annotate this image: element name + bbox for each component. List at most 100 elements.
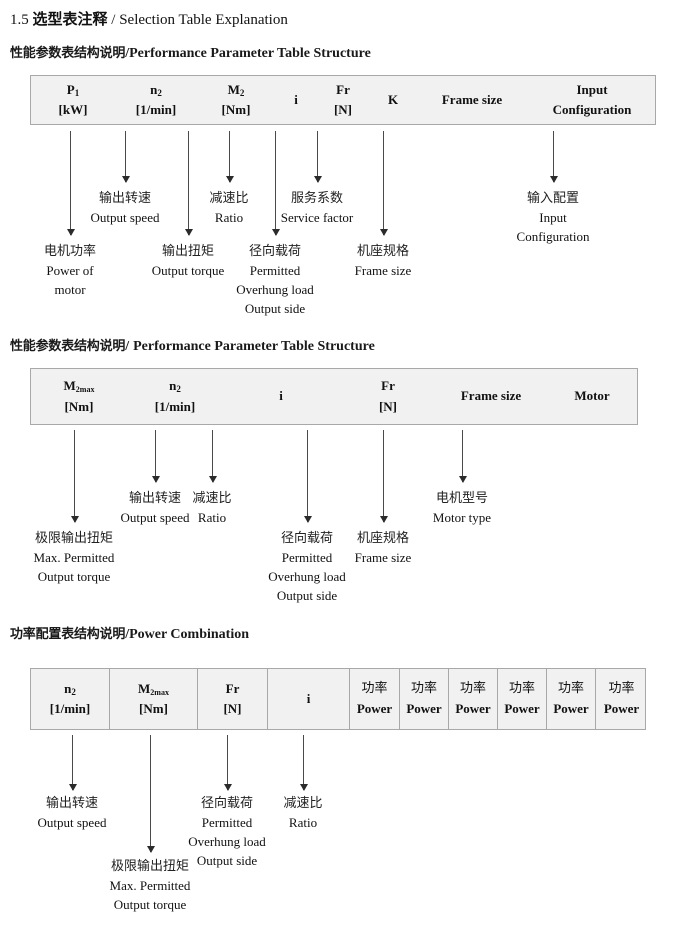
annotation-service-factor: 服务系数 Service factor bbox=[257, 190, 377, 228]
section-1-heading-cn: 性能参数表结构说明 bbox=[10, 46, 126, 61]
annotation-input-configuration-en-1: Input bbox=[539, 209, 567, 225]
table2-col-i: i bbox=[223, 369, 339, 424]
power-combination-table: n2 [1/min] M2max [Nm] Fr [N] i 功率 Power … bbox=[30, 668, 646, 730]
annotation-max-output-torque-2-en-1: Max. Permitted bbox=[33, 549, 115, 565]
arrow-to-ratio-3 bbox=[299, 735, 308, 791]
table3-col-power-3: 功率 Power bbox=[448, 669, 497, 729]
table2-col-fr-symbol: Fr bbox=[381, 378, 395, 394]
section-1-heading-en: Performance Parameter Table Structure bbox=[129, 46, 371, 61]
table2-col-n2-sub: 2 bbox=[176, 384, 181, 395]
annotation-overhung-load-1-cn: 径向载荷 bbox=[248, 244, 301, 259]
table3-col-power-2: 功率 Power bbox=[399, 669, 448, 729]
annotation-ratio-1-en: Ratio bbox=[214, 209, 244, 225]
table3-col-i: i bbox=[267, 669, 349, 729]
table3-col-fr-unit: [N] bbox=[223, 701, 242, 716]
table1-col-m2-symbol: M bbox=[227, 81, 240, 97]
table1-col-m2-sub: 2 bbox=[239, 87, 245, 98]
annotation-output-speed-1-cn: 输出转速 bbox=[98, 191, 151, 206]
annotation-ratio-3-en: Ratio bbox=[288, 814, 318, 830]
section-3-heading-cn: 功率配置表结构说明 bbox=[10, 627, 126, 642]
performance-parameter-table-1: P1 [kW] n2 [1/min] M2 [Nm] i Fr [N] K Fr… bbox=[30, 75, 656, 125]
annotation-ratio-2-cn: 减速比 bbox=[192, 491, 232, 506]
arrow-to-power-of-motor bbox=[66, 131, 75, 236]
table1-col-m2: M2 [Nm] bbox=[197, 76, 275, 124]
page-title-en: Selection Table Explanation bbox=[119, 12, 288, 28]
arrow-to-ratio bbox=[225, 131, 234, 183]
arrow-to-max-output-torque-3 bbox=[146, 735, 155, 853]
annotation-motor-type: 电机型号 Motor type bbox=[402, 490, 522, 528]
annotation-frame-size-2: 机座规格 Frame size bbox=[323, 530, 443, 568]
annotation-frame-size-1: 机座规格 Frame size bbox=[323, 243, 443, 281]
annotation-overhung-load-1: 径向载荷 Permitted Overhung load Output side bbox=[215, 243, 335, 318]
annotation-overhung-load-1-en-1: Permitted bbox=[249, 262, 301, 278]
table2-col-motor: Motor bbox=[545, 369, 639, 424]
table2-col-fr-unit: [N] bbox=[378, 398, 398, 414]
table2-col-frame-size: Frame size bbox=[437, 369, 545, 424]
table3-col-power-3-cn: 功率 bbox=[459, 680, 486, 696]
table1-col-i: i bbox=[275, 76, 317, 124]
page-title: 1.5 选型表注释 / Selection Table Explanation bbox=[10, 8, 288, 29]
arrow-to-frame-size-2 bbox=[379, 430, 388, 523]
table1-col-fr: Fr [N] bbox=[317, 76, 369, 124]
table3-col-i-symbol: i bbox=[306, 690, 311, 706]
table3-col-power-3-en: Power bbox=[455, 701, 491, 716]
table1-col-fr-symbol: Fr bbox=[336, 81, 350, 97]
table3-col-power-5-cn: 功率 bbox=[557, 680, 584, 696]
table1-col-m2-unit: [Nm] bbox=[221, 102, 251, 117]
annotation-power-of-motor-en-1: Power of bbox=[46, 262, 94, 278]
table1-col-k: K bbox=[369, 76, 417, 124]
table1-col-p1: P1 [kW] bbox=[31, 76, 115, 124]
table3-col-power-5-en: Power bbox=[553, 701, 589, 716]
annotation-frame-size-1-en: Frame size bbox=[354, 262, 412, 278]
arrow-to-ratio-2 bbox=[208, 430, 217, 483]
annotation-overhung-load-3-cn: 径向载荷 bbox=[200, 796, 253, 811]
annotation-service-factor-cn: 服务系数 bbox=[290, 191, 343, 206]
annotation-ratio-2-en: Ratio bbox=[197, 509, 227, 525]
table2-col-frame-size-label: Frame size bbox=[460, 388, 522, 404]
annotation-power-of-motor: 电机功率 Power of motor bbox=[10, 243, 130, 300]
table3-col-n2-unit: [1/min] bbox=[49, 701, 91, 716]
annotation-input-configuration-en-2: Configuration bbox=[516, 228, 590, 244]
section-2-heading-en: Performance Parameter Table Structure bbox=[133, 339, 375, 354]
section-3-heading: 功率配置表结构说明/Power Combination bbox=[10, 623, 249, 643]
table2-col-motor-label: Motor bbox=[574, 388, 610, 404]
table3-col-power-6: 功率 Power bbox=[595, 669, 647, 729]
annotation-overhung-load-1-en-2: Overhung load bbox=[236, 281, 314, 297]
table1-col-frame-size-label: Frame size bbox=[441, 91, 503, 107]
table2-col-n2: n2 [1/min] bbox=[127, 369, 223, 424]
table1-col-input-configuration: Input Configuration bbox=[527, 76, 657, 124]
section-3-heading-en: Power Combination bbox=[129, 627, 250, 642]
table2-col-i-symbol: i bbox=[279, 388, 283, 404]
annotation-overhung-load-3: 径向载荷 Permitted Overhung load Output side bbox=[167, 795, 287, 870]
table3-col-power-1-en: Power bbox=[356, 701, 393, 716]
annotation-max-output-torque-3-cn: 极限输出扭矩 bbox=[110, 859, 189, 874]
annotation-output-speed-2-en: Output speed bbox=[120, 509, 190, 525]
annotation-overhung-load-2: 径向载荷 Permitted Overhung load Output side bbox=[247, 530, 367, 605]
annotation-input-configuration: 输入配置 Input Configuration bbox=[493, 190, 613, 247]
annotation-output-torque-cn: 输出扭矩 bbox=[161, 244, 214, 259]
annotation-overhung-load-2-en-1: Permitted bbox=[281, 549, 333, 565]
annotation-ratio-2: 减速比 Ratio bbox=[164, 490, 260, 528]
table3-col-m2max: M2max [Nm] bbox=[109, 669, 197, 729]
table3-col-power-1: 功率 Power bbox=[349, 669, 399, 729]
annotation-power-of-motor-en-2: motor bbox=[54, 281, 86, 297]
annotation-overhung-load-2-en-2: Overhung load bbox=[268, 568, 346, 584]
section-2-heading: 性能参数表结构说明/ Performance Parameter Table S… bbox=[10, 335, 375, 355]
annotation-output-speed-1: 输出转速 Output speed bbox=[65, 190, 185, 228]
section-3-heading-sep: / bbox=[125, 627, 130, 642]
table1-col-frame-size: Frame size bbox=[417, 76, 527, 124]
annotation-max-output-torque-2-en-2: Output torque bbox=[37, 568, 111, 584]
annotation-overhung-load-3-en-3: Output side bbox=[196, 852, 258, 868]
table2-col-fr: Fr [N] bbox=[339, 369, 437, 424]
annotation-max-output-torque-3: 极限输出扭矩 Max. Permitted Output torque bbox=[90, 858, 210, 915]
annotation-output-torque: 输出扭矩 Output torque bbox=[128, 243, 248, 281]
table3-col-m2max-symbol: M bbox=[138, 680, 151, 696]
arrow-to-service-factor bbox=[313, 131, 322, 183]
annotation-service-factor-en: Service factor bbox=[280, 209, 354, 225]
arrow-to-max-output-torque-2 bbox=[70, 430, 79, 523]
annotation-overhung-load-3-en-2: Overhung load bbox=[188, 833, 266, 849]
annotation-overhung-load-2-cn: 径向载荷 bbox=[280, 531, 333, 546]
table1-col-i-symbol: i bbox=[294, 91, 298, 107]
page-title-cn: 选型表注释 bbox=[32, 10, 108, 28]
